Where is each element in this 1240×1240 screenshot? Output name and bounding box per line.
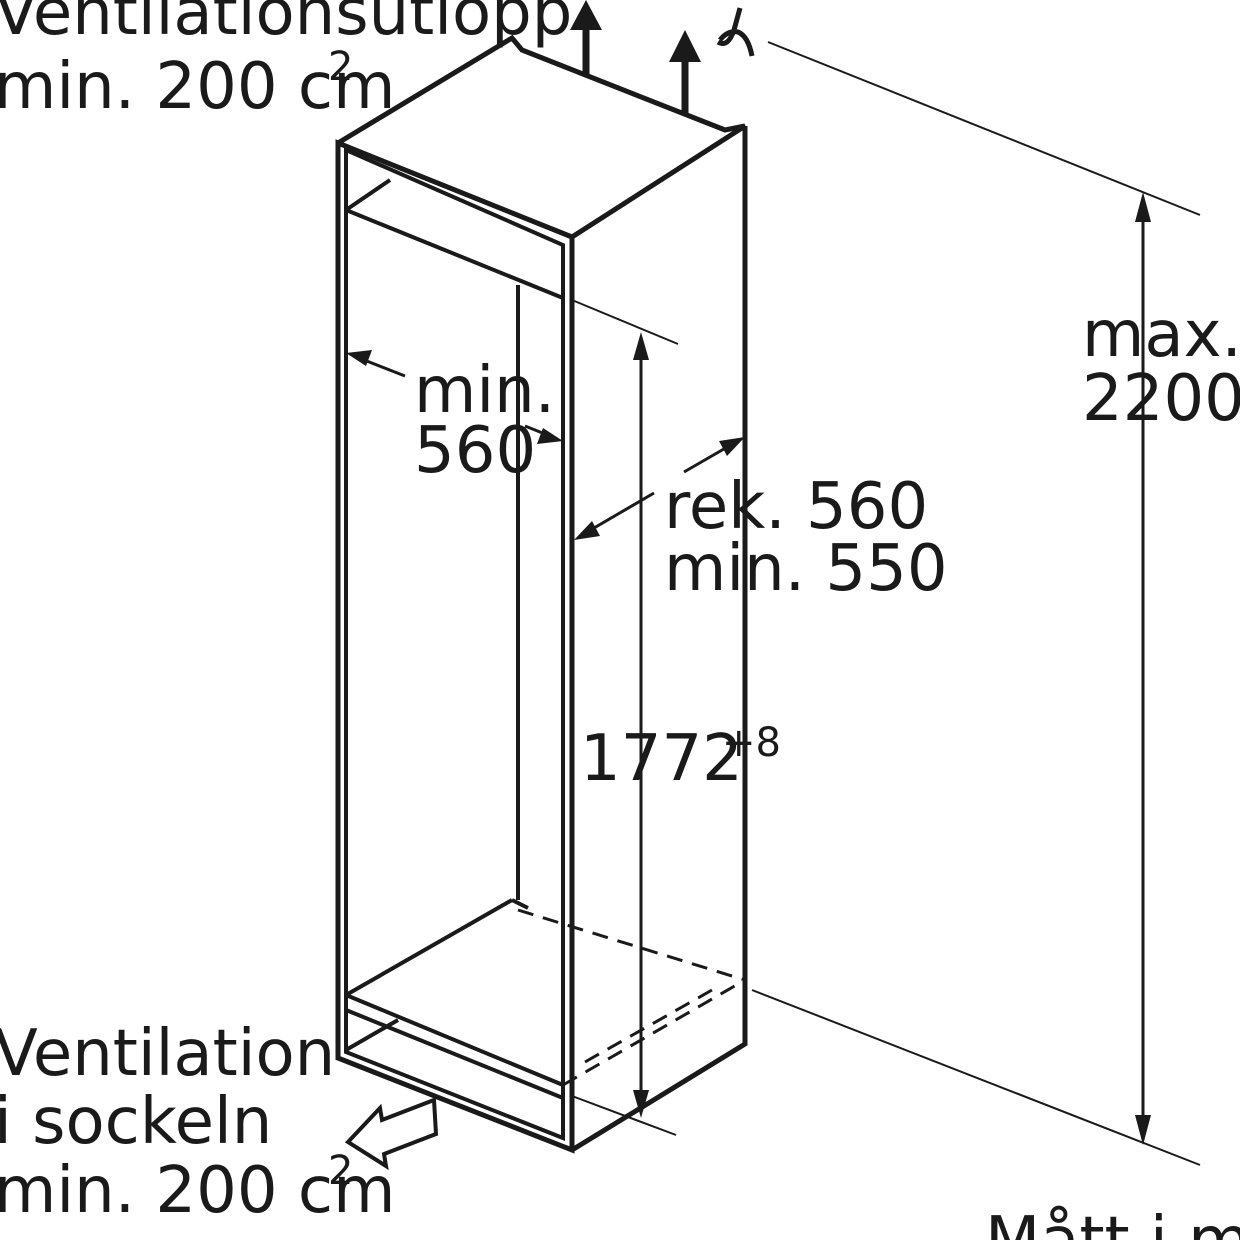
lower-shelf <box>345 898 564 1087</box>
front-outer <box>335 139 575 1154</box>
exhaust-arrow-2-head <box>669 30 701 62</box>
max-ext-bottom <box>751 989 1201 1166</box>
bottom-vent-line1: Ventilation <box>0 1017 335 1091</box>
cabinet-niche <box>335 34 748 1154</box>
depth-arrow-lower-head <box>574 521 600 540</box>
width-arrow-right-head <box>537 428 563 444</box>
top-surface <box>336 34 747 240</box>
max-ext-top <box>767 41 1201 216</box>
height-tolerance: +8 <box>722 720 781 766</box>
units-note: Mått i m <box>985 1204 1240 1240</box>
max-arrow-top <box>1135 192 1151 222</box>
lower-shelf-front <box>345 1008 564 1100</box>
plinth-top <box>345 1018 399 1052</box>
dimension-lines <box>346 41 1201 1166</box>
depth-ext-bottom <box>571 1095 677 1136</box>
bottom-vent-exponent: 2 <box>328 1148 353 1194</box>
depth-label-line1: rek. 560 <box>664 470 928 544</box>
depth-arrow-upper-head <box>719 437 745 456</box>
depth-label-line2: min. 550 <box>664 532 948 606</box>
width-label-line1: min. <box>414 354 555 428</box>
floor-back <box>511 898 529 910</box>
exhaust-arrow-3 <box>716 7 755 57</box>
depth-ext-top <box>571 299 679 345</box>
height-arrow-bottom <box>633 1090 649 1118</box>
top-vent-exponent: 2 <box>328 44 353 90</box>
bottom-vent-line2: i sockeln <box>0 1085 272 1159</box>
width-label-line2: 560 <box>414 414 536 488</box>
max-height-line1: max. <box>1082 298 1240 372</box>
exhaust-arrow-1-head <box>570 0 602 30</box>
front-inner <box>344 146 565 1141</box>
top-vent-label-line2: min. 200 cm <box>0 50 395 124</box>
ventilation-arrows <box>344 0 755 1171</box>
hidden-lines <box>517 908 746 1087</box>
max-height-line2: 2200 <box>1082 362 1240 436</box>
height-arrow-top <box>633 332 649 360</box>
width-arrow-left-head <box>346 350 372 366</box>
height-label: 1772 <box>580 722 743 796</box>
bottom-vent-line3: min. 200 cm <box>0 1154 395 1228</box>
top-vent-label-line1: Ventilationsutlopp <box>0 0 572 50</box>
inlet-arrow <box>344 1097 439 1171</box>
right-side <box>570 126 748 1153</box>
max-arrow-bottom <box>1135 1115 1151 1145</box>
upper-shelf <box>344 178 564 300</box>
